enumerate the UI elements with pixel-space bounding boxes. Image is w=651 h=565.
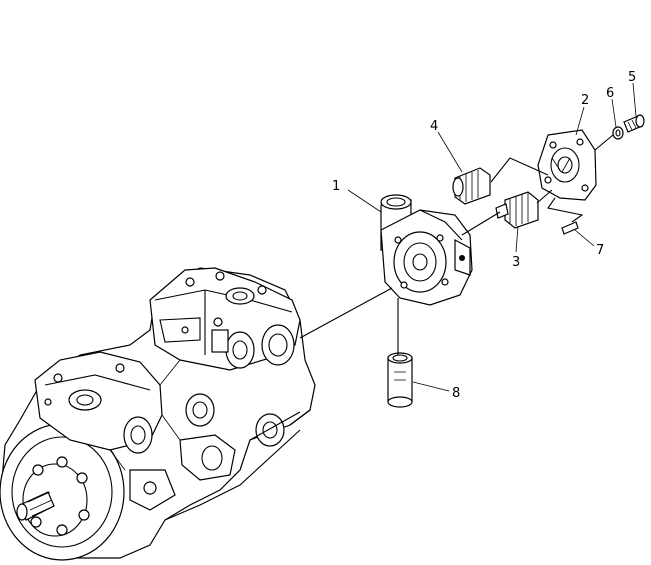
washer <box>612 126 624 140</box>
callout-5: 5 <box>628 70 636 85</box>
bolt <box>623 114 645 133</box>
callout-8: 8 <box>452 386 460 401</box>
callout-1: 1 <box>332 179 340 194</box>
driven-gear <box>452 167 491 205</box>
drive-gear <box>495 191 539 229</box>
callout-3: 3 <box>512 255 520 270</box>
suction-pipe <box>387 352 413 408</box>
callout-6: 6 <box>606 86 614 101</box>
main-pump-assembly <box>0 267 316 561</box>
callout-labels: 1 2 3 4 5 6 7 8 <box>332 70 636 401</box>
callout-2: 2 <box>581 93 589 108</box>
assembly-lines <box>299 134 614 355</box>
pump-case <box>380 194 473 306</box>
cover-plate <box>537 129 597 201</box>
leader-lines <box>347 82 637 392</box>
dowel-pin <box>561 221 579 235</box>
callout-4: 4 <box>430 119 438 134</box>
callout-7: 7 <box>596 243 604 258</box>
